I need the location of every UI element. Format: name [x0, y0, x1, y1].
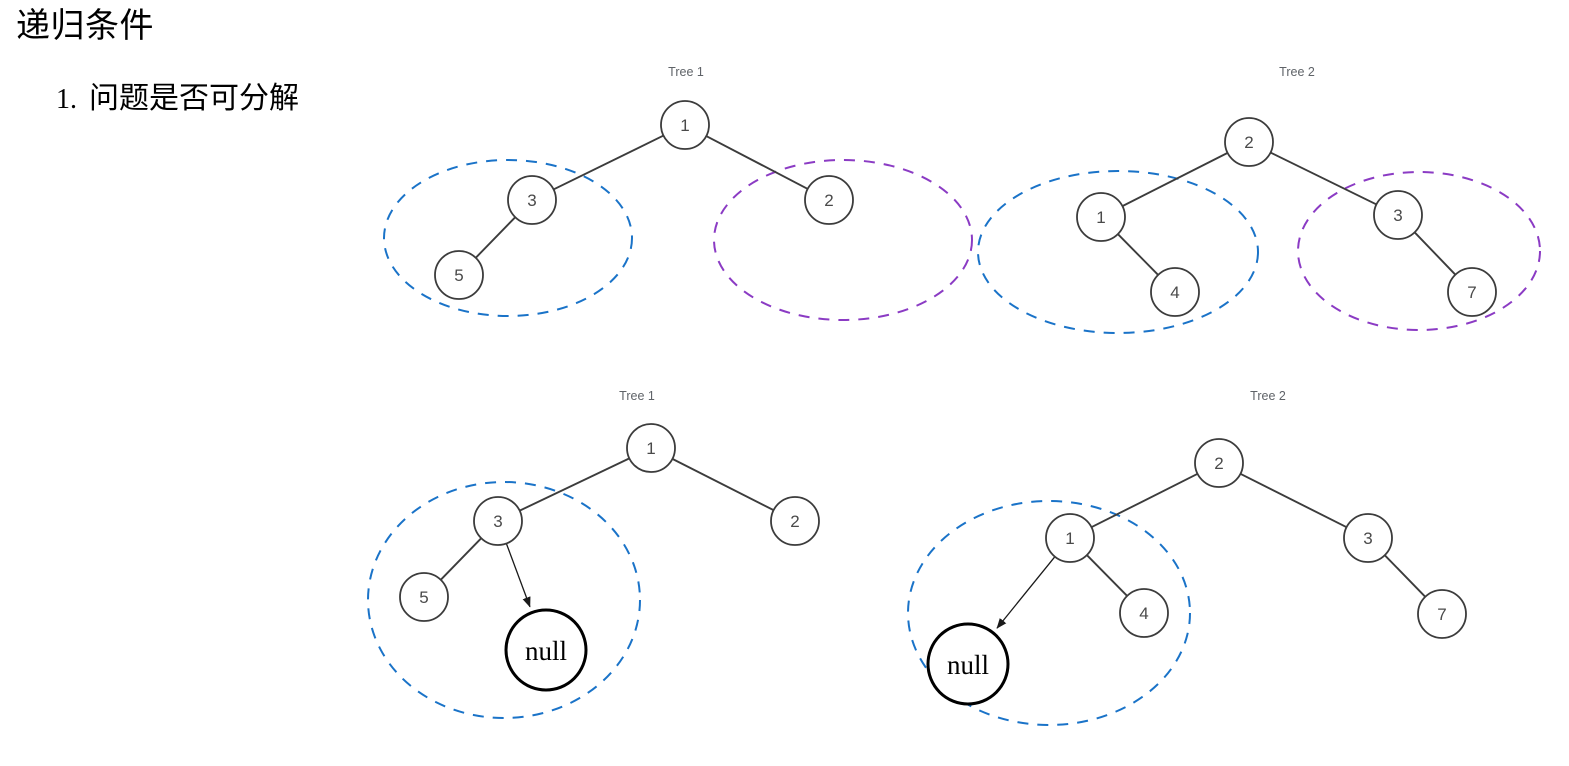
- tree-node-label-left-child: 3: [493, 512, 502, 531]
- tree-top-left: 1 3 5 2 Tree 1: [383, 65, 973, 321]
- tree-caption-bottom-left: Tree 1: [619, 389, 655, 403]
- tree-node-label-right-grandchild: 7: [1467, 283, 1476, 302]
- tree-node-null-node: [504, 608, 588, 692]
- tree-edge-left-child-to-left-grandchild: [1086, 554, 1128, 597]
- tree-node-right-grandchild: [1447, 267, 1497, 317]
- tree-node-label-right-child: 2: [790, 512, 799, 531]
- tree-node-left-child: [1076, 192, 1126, 242]
- tree-node-left-child: [1045, 513, 1095, 563]
- tree-node-left-grandchild: [1119, 588, 1169, 638]
- tree-edge-left-child-to-left-grandchild: [440, 537, 482, 581]
- tree-node-root: [1194, 438, 1244, 488]
- tree-node-root: [1224, 117, 1274, 167]
- right-subtree-highlight: [713, 159, 973, 321]
- tree-node-null-node: [926, 622, 1010, 706]
- left-subtree-highlight: [383, 159, 633, 317]
- list-item-label: 问题是否可分解: [89, 82, 299, 115]
- list-item-marker: 1.: [56, 84, 77, 115]
- tree-node-label-left-child: 3: [527, 191, 536, 210]
- tree-edge-root-to-left-child: [1121, 152, 1229, 207]
- tree-node-label-left-grandchild: 4: [1139, 604, 1148, 623]
- page-title: 递归条件: [16, 7, 154, 45]
- list-item: 1. 问题是否可分解: [56, 78, 299, 121]
- tree-node-label-left-grandchild: 4: [1170, 283, 1179, 302]
- tree-node-root: [626, 423, 676, 473]
- tree-node-right-grandchild: [1417, 589, 1467, 639]
- tree-node-right-child: [1343, 513, 1393, 563]
- tree-node-label-root: 1: [680, 116, 689, 135]
- tree-node-left-grandchild: [399, 572, 449, 622]
- tree-caption-top-right: Tree 2: [1279, 65, 1315, 79]
- tree-node-label-left-child: 1: [1065, 529, 1074, 548]
- left-subtree-highlight: [977, 170, 1259, 334]
- tree-edge-left-child-to-left-grandchild: [475, 216, 516, 259]
- tree-node-label-left-grandchild: 5: [419, 588, 428, 607]
- tree-node-label-right-child: 2: [824, 191, 833, 210]
- tree-node-left-child: [473, 496, 523, 546]
- tree-caption-top-left: Tree 1: [668, 65, 704, 79]
- tree-node-right-child: [804, 175, 854, 225]
- tree-edge-right-child-to-right-grandchild: [1384, 554, 1426, 598]
- tree-edge-left-child-to-null-node: [505, 543, 531, 608]
- tree-edge-root-to-right-child: [671, 458, 775, 511]
- tree-node-label-right-child: 3: [1393, 206, 1402, 225]
- tree-node-label-root: 2: [1214, 454, 1223, 473]
- tree-edge-left-child-to-left-grandchild: [1117, 233, 1159, 276]
- tree-node-label-right-grandchild: 7: [1437, 605, 1446, 624]
- tree-node-label-null-node: null: [525, 636, 567, 666]
- left-subtree-highlight: [907, 500, 1191, 726]
- tree-node-label-left-grandchild: 5: [454, 266, 463, 285]
- tree-bottom-left: 1 3 5 null 2 Tree 1: [367, 389, 820, 719]
- tree-node-label-left-child: 1: [1096, 208, 1105, 227]
- tree-node-label-right-child: 3: [1363, 529, 1372, 548]
- tree-edge-left-child-to-null-node: [996, 556, 1056, 629]
- tree-edge-right-child-to-right-grandchild: [1413, 231, 1457, 276]
- tree-edge-root-to-left-child: [519, 457, 630, 512]
- tree-edge-root-to-left-child: [1091, 472, 1198, 529]
- tree-node-left-child: [507, 175, 557, 225]
- tree-node-left-grandchild: [434, 250, 484, 300]
- tree-caption-bottom-right: Tree 2: [1250, 389, 1286, 403]
- tree-edge-root-to-right-child: [1240, 472, 1347, 529]
- tree-node-root: [660, 100, 710, 150]
- tree-node-label-null-node: null: [947, 650, 989, 680]
- tree-bottom-right: 2 1 4 null 3 7 Tree 2: [907, 389, 1467, 726]
- bullet-list: 1. 问题是否可分解: [56, 78, 299, 121]
- tree-node-label-root: 2: [1244, 133, 1253, 152]
- tree-node-right-child: [1373, 190, 1423, 240]
- left-subtree-highlight: [367, 481, 641, 719]
- tree-edge-root-to-right-child: [705, 135, 809, 190]
- tree-edge-root-to-left-child: [553, 134, 664, 191]
- tree-node-right-child: [770, 496, 820, 546]
- tree-edge-root-to-right-child: [1270, 151, 1377, 206]
- tree-node-left-grandchild: [1150, 267, 1200, 317]
- tree-node-label-root: 1: [646, 439, 655, 458]
- right-subtree-highlight: [1297, 171, 1541, 331]
- tree-top-right: 2 1 4 3 7 Tree 2: [977, 65, 1541, 334]
